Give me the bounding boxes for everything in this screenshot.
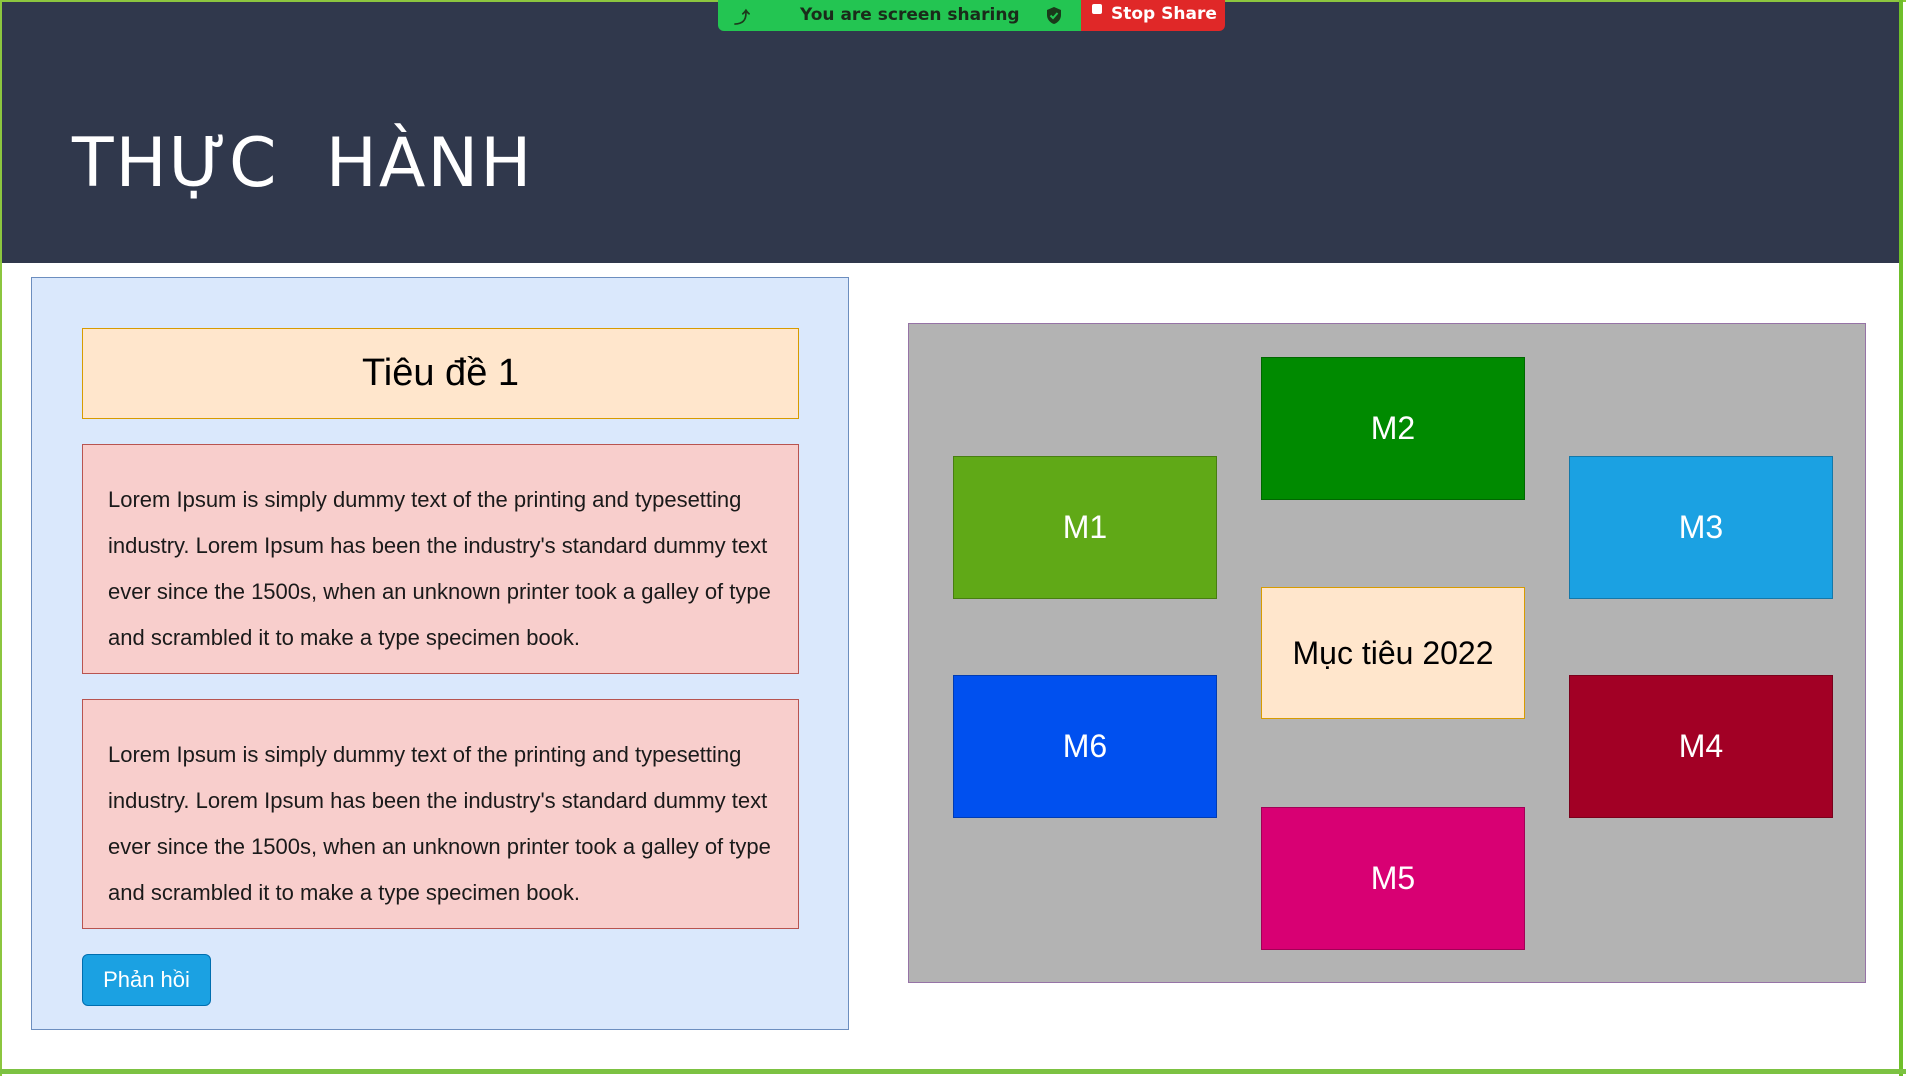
- goal-tile-m5[interactable]: M5: [1261, 807, 1525, 950]
- goals-panel: M1 M2 M3 M4 M5 M6 Mục tiêu 2022: [908, 323, 1866, 983]
- screen-share-bar: ⤴ You are screen sharing Stop Share: [718, 0, 1225, 32]
- goal-tile-m6[interactable]: M6: [953, 675, 1217, 818]
- screen-share-message: You are screen sharing: [800, 5, 1020, 25]
- goal-tile-label: M4: [1678, 728, 1724, 764]
- goal-tile-label: M2: [1370, 410, 1416, 446]
- screen-share-frame-right: [1899, 0, 1903, 1076]
- back-arrow-icon[interactable]: ⤴: [734, 8, 751, 27]
- outer-margin-bottom: [0, 1074, 1906, 1076]
- center-goal[interactable]: Mục tiêu 2022: [1261, 587, 1525, 719]
- page-title: THỰC HÀNH: [72, 124, 534, 203]
- goal-tile-label: M1: [1062, 509, 1108, 545]
- stop-icon: [1092, 4, 1102, 14]
- stop-share-label: Stop Share: [1111, 4, 1217, 24]
- section-title: Tiêu đề 1: [82, 328, 799, 419]
- outer-margin-right: [1903, 0, 1906, 1076]
- screen-share-frame-bottom: [0, 1069, 1906, 1074]
- goal-tile-label: M5: [1370, 860, 1416, 896]
- goal-tile-m4[interactable]: M4: [1569, 675, 1833, 818]
- page-header: THỰC HÀNH: [0, 0, 1899, 263]
- paragraph-box-2: Lorem Ipsum is simply dummy text of the …: [82, 699, 799, 929]
- stop-share-button[interactable]: Stop Share: [1081, 0, 1225, 31]
- goal-tile-label: M3: [1678, 509, 1724, 545]
- goal-tile-m2[interactable]: M2: [1261, 357, 1525, 500]
- goal-tile-m1[interactable]: M1: [953, 456, 1217, 599]
- goal-tile-label: M6: [1062, 728, 1108, 764]
- feedback-button[interactable]: Phản hồi: [82, 954, 211, 1006]
- content-panel: Tiêu đề 1 Lorem Ipsum is simply dummy te…: [31, 277, 849, 1030]
- shield-check-icon: [1047, 7, 1061, 24]
- screen-share-status[interactable]: ⤴ You are screen sharing: [718, 0, 1081, 31]
- goal-tile-m3[interactable]: M3: [1569, 456, 1833, 599]
- paragraph-box-1: Lorem Ipsum is simply dummy text of the …: [82, 444, 799, 674]
